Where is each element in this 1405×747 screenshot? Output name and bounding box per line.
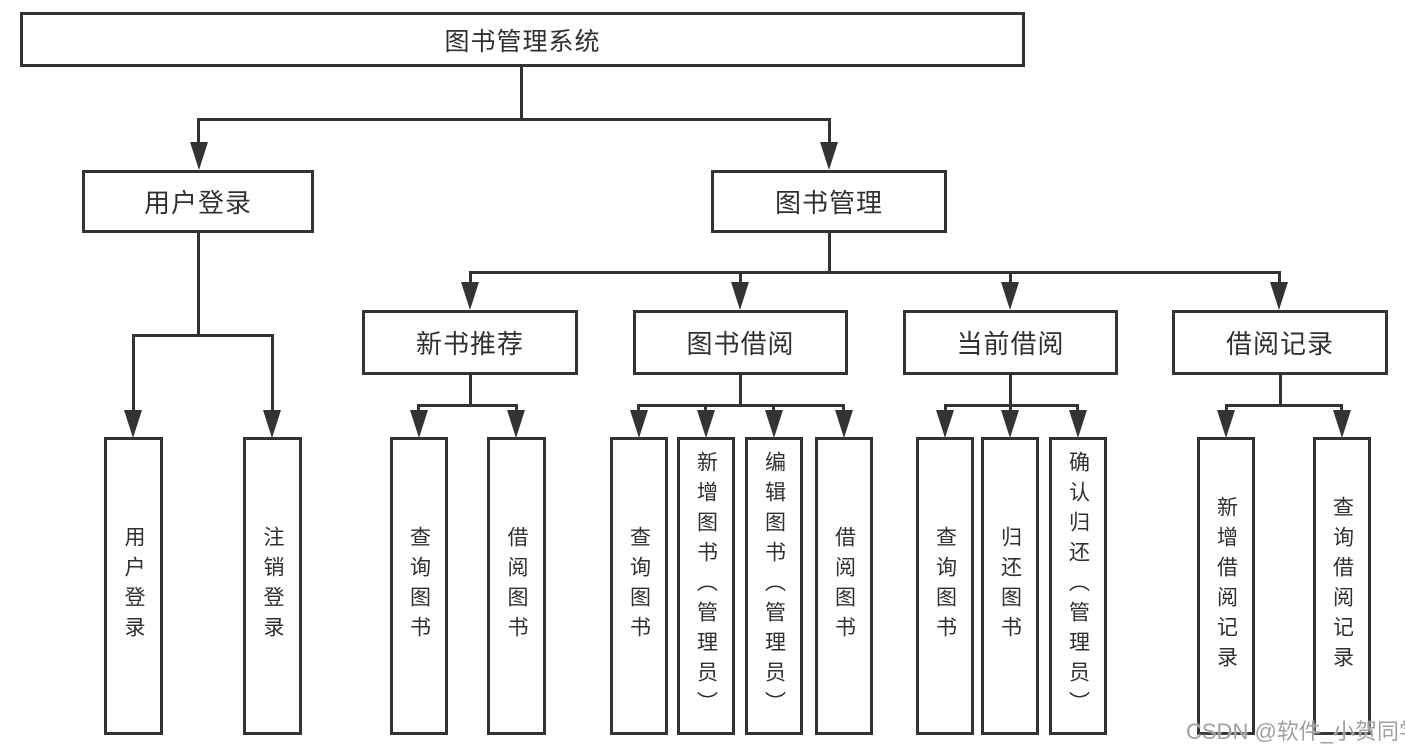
arrowhead-icon bbox=[507, 410, 525, 438]
connector-line bbox=[828, 118, 831, 146]
connector-line bbox=[1009, 271, 1012, 285]
node-book-borrowing: 图书借阅 bbox=[633, 310, 848, 375]
connector-line bbox=[1279, 375, 1282, 406]
connector-line bbox=[1225, 404, 1228, 413]
connector-line bbox=[197, 118, 830, 121]
connector-line bbox=[739, 375, 742, 406]
arrowhead-icon bbox=[765, 410, 783, 438]
arrowhead-icon bbox=[190, 142, 208, 170]
leaf-query-borrow-record: 查询借阅记录 bbox=[1313, 437, 1371, 735]
arrowhead-icon bbox=[697, 410, 715, 438]
connector-line bbox=[515, 404, 518, 413]
connector-line bbox=[1278, 271, 1281, 285]
connector-line bbox=[520, 67, 523, 120]
connector-line bbox=[1225, 404, 1343, 407]
connector-line bbox=[469, 375, 472, 406]
connector-line bbox=[944, 404, 1079, 407]
connector-line bbox=[1009, 404, 1012, 413]
leaf-query-books: 查询图书 bbox=[390, 437, 448, 735]
node-user-login: 用户登录 bbox=[82, 170, 314, 233]
arrowhead-icon bbox=[835, 410, 853, 438]
connector-line bbox=[417, 404, 518, 407]
leaf-add-borrow-record: 新增借阅记录 bbox=[1197, 437, 1255, 735]
arrowhead-icon bbox=[1217, 410, 1235, 438]
node-borrowing-records: 借阅记录 bbox=[1172, 310, 1388, 375]
connector-line bbox=[132, 334, 273, 337]
arrowhead-icon bbox=[1333, 410, 1351, 438]
leaf-user-login: 用户登录 bbox=[104, 437, 163, 735]
arrowhead-icon bbox=[124, 410, 142, 438]
connector-line bbox=[271, 334, 274, 414]
connector-line bbox=[1076, 404, 1079, 413]
leaf-add-book-admin: 新增图书（管理员） bbox=[677, 437, 735, 735]
connector-line bbox=[132, 334, 135, 414]
connector-line bbox=[842, 404, 845, 413]
connector-line bbox=[772, 404, 775, 413]
leaf-confirm-return-admin: 确认归还（管理员） bbox=[1049, 437, 1107, 735]
connector-line bbox=[1340, 404, 1343, 413]
connector-line bbox=[828, 233, 831, 273]
leaf-return-books: 归还图书 bbox=[981, 437, 1039, 735]
connector-line bbox=[417, 404, 420, 413]
connector-line bbox=[704, 404, 707, 413]
connector-line bbox=[197, 118, 200, 146]
leaf-borrow-books: 借阅图书 bbox=[487, 437, 546, 735]
arrowhead-icon bbox=[1001, 410, 1019, 438]
leaf-edit-book-admin: 编辑图书（管理员） bbox=[745, 437, 803, 735]
node-new-book-recommendation: 新书推荐 bbox=[362, 310, 578, 375]
connector-line bbox=[944, 404, 947, 413]
node-current-borrowing: 当前借阅 bbox=[903, 310, 1118, 375]
leaf-query-books: 查询图书 bbox=[916, 437, 974, 735]
leaf-query-books: 查询图书 bbox=[610, 437, 668, 735]
connector-line bbox=[739, 271, 742, 285]
leaf-borrow-books: 借阅图书 bbox=[815, 437, 873, 735]
connector-line bbox=[469, 271, 472, 285]
arrowhead-icon bbox=[630, 410, 648, 438]
arrowhead-icon bbox=[1270, 282, 1288, 310]
arrowhead-icon bbox=[461, 282, 479, 310]
arrowhead-icon bbox=[1069, 410, 1087, 438]
arrowhead-icon bbox=[263, 410, 281, 438]
arrowhead-icon bbox=[1001, 282, 1019, 310]
arrowhead-icon bbox=[936, 410, 954, 438]
csdn-watermark: CSDN @软件_小贺同学 bbox=[1186, 719, 1405, 744]
leaf-logout: 注销登录 bbox=[243, 437, 302, 735]
arrowhead-icon bbox=[410, 410, 428, 438]
node-library-management-system: 图书管理系统 bbox=[20, 12, 1025, 67]
node-book-management: 图书管理 bbox=[711, 170, 947, 233]
connector-line bbox=[637, 404, 844, 407]
connector-line bbox=[637, 404, 640, 413]
arrowhead-icon bbox=[731, 282, 749, 310]
arrowhead-icon bbox=[820, 142, 838, 170]
connector-line bbox=[1009, 375, 1012, 406]
connector-line bbox=[469, 271, 1281, 274]
connector-line bbox=[197, 233, 200, 336]
